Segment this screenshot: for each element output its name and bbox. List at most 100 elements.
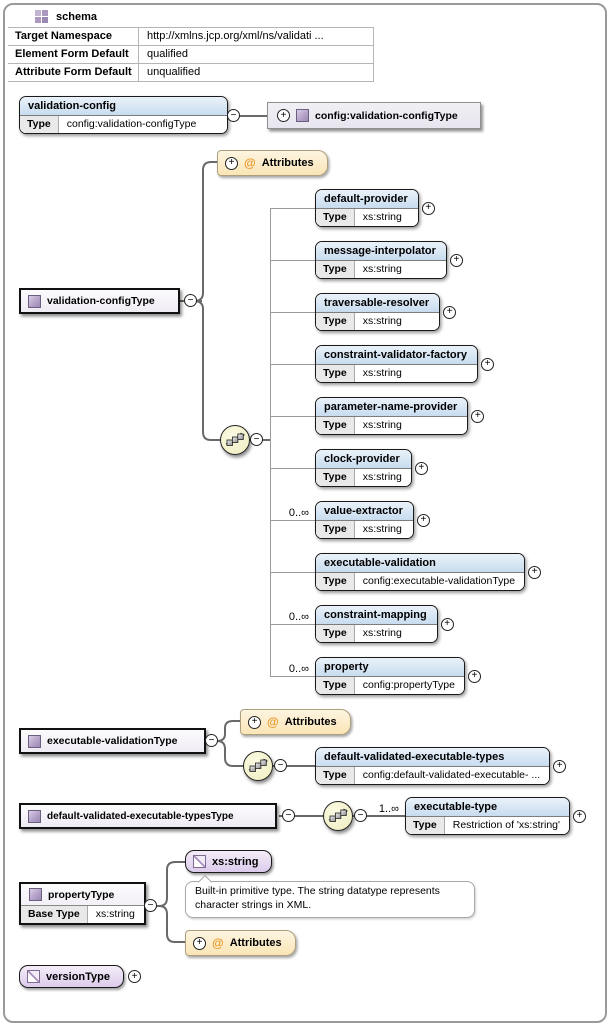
type-reference-name: config:validation-configType: [315, 109, 458, 122]
collapse-icon[interactable]: −: [354, 809, 367, 822]
sequence-icon[interactable]: [323, 801, 353, 831]
table-row: Element Form Default qualified: [8, 45, 373, 63]
element-validation-config[interactable]: validation-config Type config:validation…: [19, 96, 228, 134]
target-namespace-value: http://xmlns.jcp.org/xml/ns/validati ...: [147, 30, 324, 42]
complextype-icon: [28, 294, 41, 308]
type-label: Type: [316, 365, 355, 382]
collapse-icon[interactable]: −: [205, 734, 218, 747]
expand-icon[interactable]: +: [528, 565, 542, 579]
element-parameter-name-provider[interactable]: parameter-name-provider Type xs:string: [315, 397, 469, 435]
element-row: clock-provider Type xs:string +: [273, 448, 428, 488]
type-label: Type: [316, 261, 355, 278]
element-clock-provider[interactable]: clock-provider Type xs:string: [315, 449, 412, 487]
complextype-propertyType[interactable]: propertyType Base Type xs:string: [19, 882, 146, 925]
element-type-row: Type xs:string: [316, 261, 446, 278]
element-type-row: Type xs:string: [316, 209, 418, 226]
at-icon: @: [244, 156, 256, 170]
type-value: xs:string: [362, 367, 402, 379]
attributes-box[interactable]: + @ Attributes: [217, 150, 328, 176]
type-value: xs:string: [362, 211, 402, 223]
occurrence-label: 0..∞: [288, 507, 309, 519]
element-type-row: Type config:executable-validationType: [316, 573, 525, 590]
type-value: config:executable-validationType: [362, 575, 516, 587]
element-property[interactable]: property Type config:propertyType: [315, 657, 465, 695]
target-namespace-label: Target Namespace: [8, 28, 139, 45]
collapse-icon[interactable]: −: [184, 294, 197, 307]
table-row: Target Namespace http://xmlns.jcp.org/xm…: [8, 28, 373, 45]
collapse-icon[interactable]: −: [250, 433, 263, 446]
type-name: default-validated-executable-typesType: [47, 810, 234, 822]
sequence-icon[interactable]: [220, 425, 250, 455]
type-label: Type: [316, 313, 355, 330]
collapse-icon[interactable]: −: [274, 759, 287, 772]
element-form-default-label: Element Form Default: [8, 46, 139, 63]
element-constraint-validator-factory[interactable]: constraint-validator-factory Type xs:str…: [315, 345, 479, 383]
element-row: default-provider Type xs:string +: [273, 188, 435, 228]
expand-icon[interactable]: +: [440, 617, 454, 631]
element-row: 0..∞ constraint-mapping Type xs:string +: [273, 604, 454, 644]
attributes-label: Attributes: [284, 716, 337, 728]
expand-icon[interactable]: +: [467, 669, 481, 683]
element-constraint-mapping[interactable]: constraint-mapping Type xs:string: [315, 605, 438, 643]
sequence-icon[interactable]: [243, 751, 273, 781]
complextype-validation-configType[interactable]: validation-configType: [19, 288, 180, 314]
expand-icon[interactable]: +: [414, 461, 428, 475]
expand-icon[interactable]: +: [128, 970, 141, 983]
element-row: 0..∞ property Type config:propertyType +: [273, 656, 481, 696]
element-traversable-resolver[interactable]: traversable-resolver Type xs:string: [315, 293, 441, 331]
expand-icon[interactable]: +: [481, 357, 495, 371]
simpletype-versionType[interactable]: versionType: [19, 965, 124, 988]
collapse-icon[interactable]: −: [227, 109, 240, 122]
element-row: executable-validation Type config:execut…: [273, 552, 542, 592]
type-value: config:propertyType: [362, 679, 455, 691]
simpletype-xs-string[interactable]: xs:string: [185, 850, 273, 873]
simpletype-name: xs:string: [212, 855, 259, 868]
type-reference-validation-configType[interactable]: + config:validation-configType: [267, 102, 481, 129]
complextype-icon: [296, 109, 309, 122]
collapse-icon[interactable]: −: [144, 899, 157, 912]
expand-icon[interactable]: +: [449, 253, 463, 267]
type-name: propertyType: [48, 888, 115, 901]
base-type-value: xs:string: [95, 908, 135, 920]
expand-icon[interactable]: +: [471, 409, 485, 423]
element-type-row: Type config:validation-configType: [20, 116, 227, 133]
complextype-executable-validationType[interactable]: executable-validationType: [19, 728, 206, 754]
type-value: Restriction of 'xs:string': [452, 819, 561, 831]
attributes-box[interactable]: + @ Attributes: [240, 709, 351, 735]
sequence-glyph: [248, 758, 268, 772]
element-default-provider[interactable]: default-provider Type xs:string: [315, 189, 419, 227]
expand-icon[interactable]: +: [573, 809, 587, 823]
type-value: xs:string: [362, 627, 402, 639]
expand-icon[interactable]: +: [553, 759, 567, 773]
element-type-row: Type Restriction of 'xs:string': [406, 817, 570, 834]
expand-icon[interactable]: +: [421, 201, 435, 215]
element-name: clock-provider: [316, 450, 411, 469]
element-executable-type[interactable]: executable-type Type Restriction of 'xs:…: [405, 797, 571, 835]
expand-icon[interactable]: +: [277, 109, 290, 122]
complextype-default-validated-executable-typesType[interactable]: default-validated-executable-typesType: [19, 803, 277, 829]
element-executable-validation[interactable]: executable-validation Type config:execut…: [315, 553, 526, 591]
connector-lines: [144, 115, 405, 943]
attribute-form-default-label: Attribute Form Default: [8, 64, 139, 81]
expand-icon[interactable]: +: [443, 305, 457, 319]
element-type-row: Type xs:string: [316, 313, 440, 330]
expand-icon[interactable]: +: [248, 715, 261, 729]
attributes-box[interactable]: + @ Attributes: [185, 930, 296, 956]
element-form-default-value: qualified: [147, 48, 188, 60]
type-label: Type: [406, 817, 445, 834]
attributes-label: Attributes: [261, 157, 314, 169]
attribute-form-default-value: unqualified: [147, 66, 201, 78]
element-message-interpolator[interactable]: message-interpolator Type xs:string: [315, 241, 447, 279]
type-name: validation-configType: [47, 295, 155, 307]
base-type-label: Base Type: [21, 906, 88, 923]
element-type-row: Type xs:string: [316, 625, 437, 642]
element-default-validated-executable-types[interactable]: default-validated-executable-types Type …: [315, 747, 551, 785]
element-value-extractor[interactable]: value-extractor Type xs:string: [315, 501, 414, 539]
element-row: 1..∞ executable-type Type Restriction of…: [363, 796, 587, 836]
collapse-icon[interactable]: −: [282, 809, 295, 822]
expand-icon[interactable]: +: [225, 156, 238, 170]
expand-icon[interactable]: +: [193, 936, 206, 950]
expand-icon[interactable]: +: [416, 513, 430, 527]
simpletype-icon: [27, 970, 40, 983]
schema-table-body: Target Namespace http://xmlns.jcp.org/xm…: [8, 27, 374, 82]
